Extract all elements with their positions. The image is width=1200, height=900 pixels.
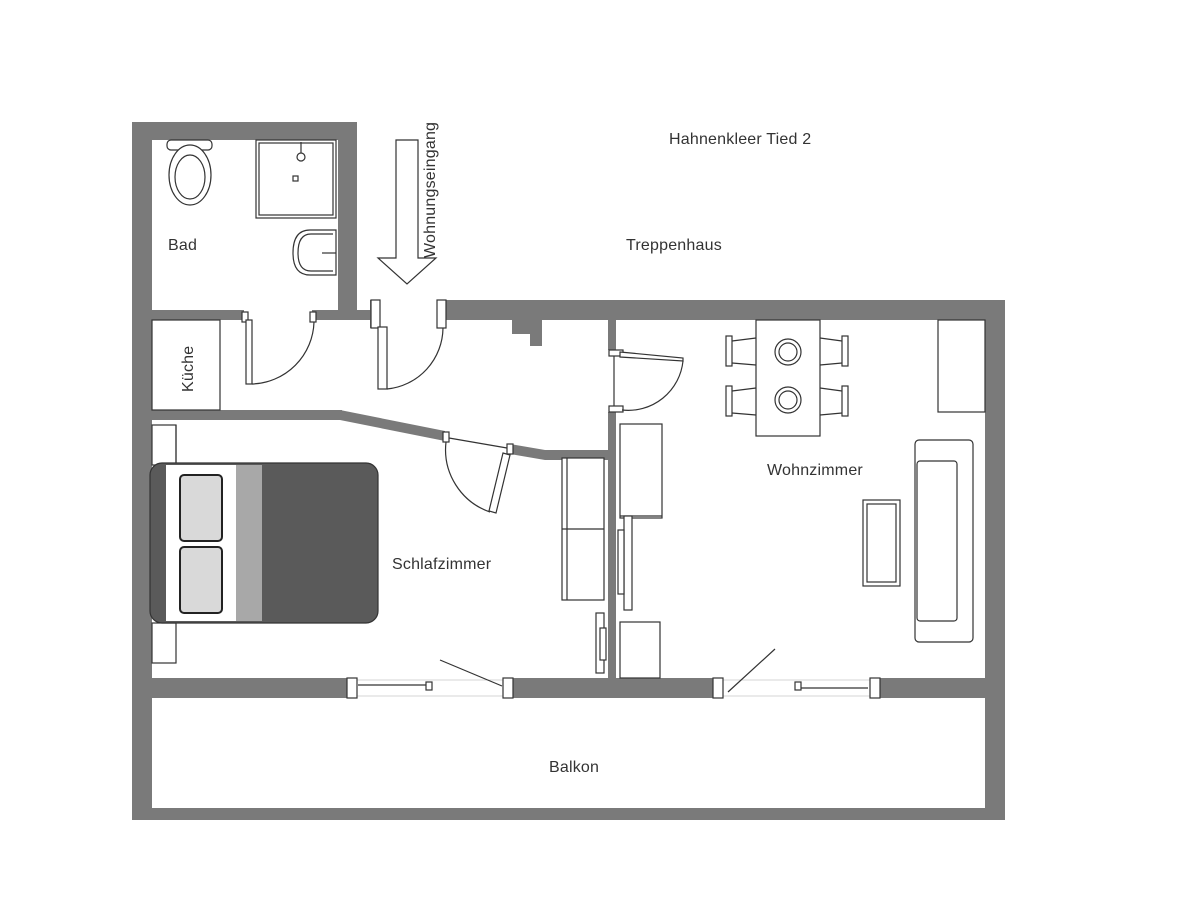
shower-icon — [255, 139, 337, 219]
stairwell-label: Treppenhaus — [626, 237, 722, 254]
living-room-door-icon — [608, 349, 684, 413]
room-label-balcony: Balkon — [549, 759, 600, 776]
entrance-label: Wohnungseingang — [422, 121, 439, 258]
bedroom-door-icon — [442, 431, 514, 514]
entrance-arrow-icon — [376, 139, 438, 285]
sink-icon — [292, 229, 337, 276]
balcony-door-bedroom — [346, 659, 514, 699]
address-label: Hahnenkleer Tied 2 — [669, 131, 812, 148]
room-label-bath: Bad — [168, 237, 198, 254]
sideboard-living — [937, 319, 986, 413]
room-label-kitchen: Küche — [180, 345, 197, 392]
nightstand-top — [151, 424, 177, 466]
nightstand-bottom — [151, 622, 177, 664]
wardrobe-bedroom — [561, 457, 605, 601]
bathroom-door-icon — [241, 311, 317, 385]
bed-icon — [149, 462, 379, 624]
dining-table-icon — [725, 319, 849, 437]
room-label-living: Wohnzimmer — [767, 462, 863, 479]
kitchen-counter — [151, 319, 221, 411]
walls — [132, 122, 1005, 820]
balcony-door-living — [712, 648, 881, 699]
side-table-living — [619, 621, 661, 679]
radiator-bedroom — [595, 612, 607, 674]
toilet-icon — [166, 139, 213, 206]
entrance-door-icon — [370, 299, 447, 390]
cabinet-living — [619, 423, 663, 519]
radiator-living-left — [617, 515, 633, 611]
room-label-bedroom: Schlafzimmer — [392, 556, 492, 573]
coffee-table-icon — [862, 499, 901, 587]
sofa-icon — [914, 439, 974, 643]
